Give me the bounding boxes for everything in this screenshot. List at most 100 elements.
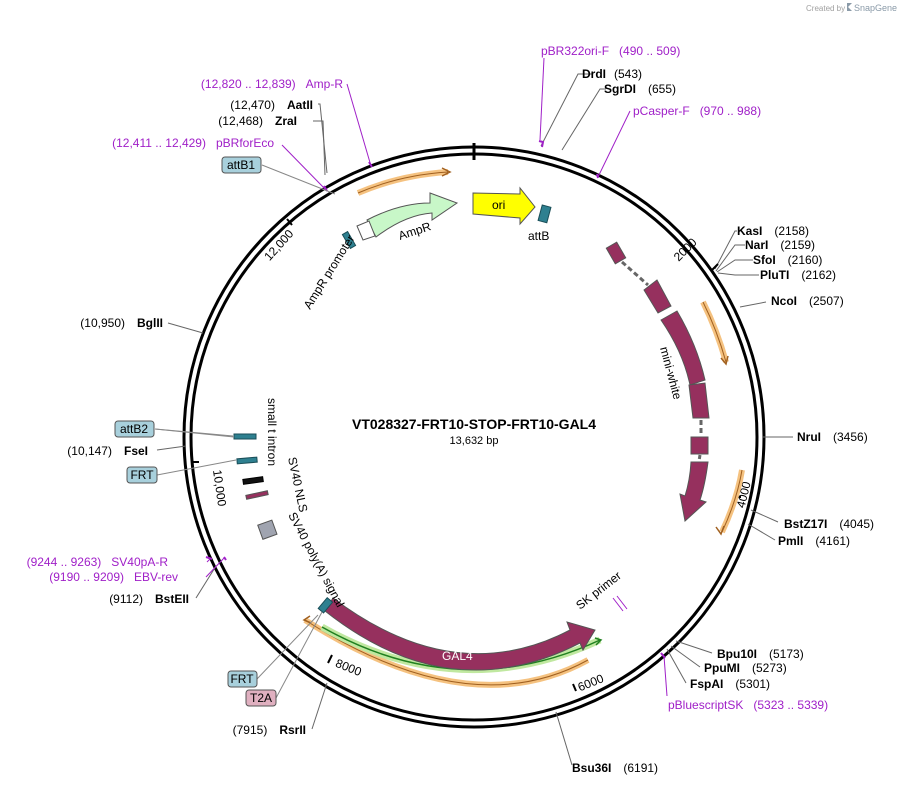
attb-label: attB [528,229,549,243]
site-pos: (4161) [815,534,850,548]
site-pos: (2160) [788,253,823,267]
ampr-feature[interactable]: AmpR [366,192,459,243]
frt-box-lower[interactable]: FRT [227,670,258,688]
svg-text:(12,411 .. 12,429)pBRforEco: (12,411 .. 12,429)pBRforEco [112,136,274,150]
site-pos: (10,147) [67,444,112,458]
attb-feature[interactable]: attB [528,204,552,243]
svg-text:(9244 .. 9263)SV40pA-R: (9244 .. 9263) SV40pA-R [27,555,169,569]
site-name: FspAI [690,677,723,691]
svg-text:BstZ17I(4045): BstZ17I(4045) [784,517,874,531]
sk-primer-feature[interactable]: SK primer [573,568,628,612]
frt-box-upper[interactable]: FRT [126,466,158,484]
primer-pos: (9190 .. 9209) [49,570,124,584]
box-leaders [154,164,336,699]
site-pos: (5301) [735,677,770,691]
svg-text:(12,820 .. 12,839)Amp-R: (12,820 .. 12,839)Amp-R [201,77,343,91]
site-labels: DrdI(543) SgrDI (655) KasI (2158) NarI (215… [67,67,874,775]
tick-label: 8000 [334,656,364,679]
tick-label: 10,000 [210,469,229,508]
primer-pos: (9244 .. 9263) [27,555,102,569]
primer-leaders [205,57,668,697]
svg-text:(9112)BstEII: (9112)BstEII [109,592,189,606]
attb2-box-label: attB2 [120,422,148,436]
svg-text:pBR322ori-F(490 .. 509): pBR322ori-F(490 .. 509) [541,44,680,58]
svg-text:NcoI(2507): NcoI(2507) [771,294,844,308]
site-pos: (10,950) [80,316,125,330]
mini-white-feature[interactable]: mini-white [605,241,710,522]
svg-text:PluTI(2162): PluTI(2162) [760,268,836,282]
frt-box-lower-label: FRT [230,672,254,686]
svg-text:NruI(3456): NruI(3456) [797,430,868,444]
primer-pos: (12,411 .. 12,429) [112,136,206,150]
site-pos: (5173) [769,647,804,661]
site-pos: (2507) [809,294,844,308]
sv40-polya-feature[interactable]: SV40 poly(A) signal [257,510,347,610]
map-length: 13,632 bp [450,435,499,447]
site-name: KasI [737,224,762,238]
site-name: PpuMI [704,661,740,675]
attb2-box[interactable]: attB2 [114,420,155,438]
site-pos: (2159) [780,238,815,252]
svg-text:DrdI(543): DrdI(543) [582,67,642,81]
site-name: BglII [137,316,163,330]
svg-text:KasI(2158): KasI (2158) [737,224,809,238]
svg-text:FspAI(5301): FspAI (5301) [690,677,770,691]
site-name: PmlI [778,534,803,548]
svg-text:pCasper-F(970 .. 988): pCasper-F(970 .. 988) [633,104,761,118]
t2a-box-label: T2A [250,691,272,705]
ampr-label: AmpR [397,219,433,243]
attb1-box-label: attB1 [227,158,255,172]
svg-text:(12,470)AatII: (12,470) AatII [230,98,313,112]
site-name: ZraI [275,114,297,128]
small-t-intron-feature[interactable]: small t intron [233,398,279,466]
site-leaders [156,73,793,766]
site-pos: (2162) [801,268,836,282]
primer-arrows [302,167,745,688]
site-pos: (2158) [774,224,809,238]
t2a-box[interactable]: T2A [245,689,277,707]
site-name: NruI [797,430,821,444]
attb1-box[interactable]: attB1 [221,156,262,174]
site-pos: (12,470) [230,98,275,112]
primer-name: Amp-R [306,77,344,91]
primer-pos: (490 .. 509) [619,44,680,58]
gal4-feature[interactable]: GAL4 [324,597,596,671]
site-name: SgrDI [604,82,636,96]
svg-text:Bsu36I(6191): Bsu36I(6191) [572,761,658,775]
svg-text:(10,950)BglII: (10,950) BglII [80,316,163,330]
svg-text:NarI(2159): NarI (2159) [745,238,815,252]
gal4-label: GAL4 [442,649,473,663]
site-pos: (5273) [752,661,787,675]
svg-text:Bpu10I(5173): Bpu10I (5173) [717,647,804,661]
svg-text:PpuMI(5273): PpuMI (5273) [704,661,787,675]
sv40-polya-label: SV40 poly(A) signal [285,510,347,610]
primer-name: EBV-rev [134,570,178,584]
site-name: Bpu10I [717,647,757,661]
site-pos: (655) [648,82,676,96]
site-pos: (6191) [623,761,658,775]
site-name: DrdI [582,67,606,81]
small-t-intron-label: small t intron [265,398,279,466]
svg-text:(12,468)ZraI: (12,468) ZraI [218,114,297,128]
site-name: BstZ17I [784,517,827,531]
site-pos: (12,468) [218,114,263,128]
site-pos: (7915) [233,723,268,737]
svg-text:SfoI(2160): SfoI(2160) [753,253,822,267]
site-name: NarI [745,238,768,252]
sv40-nls-label: SV40 NLS [285,456,310,514]
primer-name: SV40pA-R [111,555,168,569]
ampr-promoter-feature[interactable]: AmpR promoter [301,220,376,312]
primer-pos: (5323 .. 5339) [753,698,828,712]
svg-text:(9190 .. 9209)EBV-rev: (9190 .. 9209) EBV-rev [49,570,178,584]
site-name: BstEII [155,592,189,606]
site-name: FseI [124,444,148,458]
frt-box-upper-label: FRT [130,468,154,482]
primer-name: pBluescriptSK [668,698,743,712]
ori-feature[interactable]: ori [472,186,536,226]
site-name: RsrII [279,723,306,737]
svg-text:PmlI(4161): PmlI (4161) [778,534,850,548]
primer-labels: pBR322ori-F(490 .. 509) pCasper-F(970 ..… [27,44,829,712]
site-name: AatII [287,98,313,112]
map-title: VT028327-FRT10-STOP-FRT10-GAL4 [352,416,596,432]
